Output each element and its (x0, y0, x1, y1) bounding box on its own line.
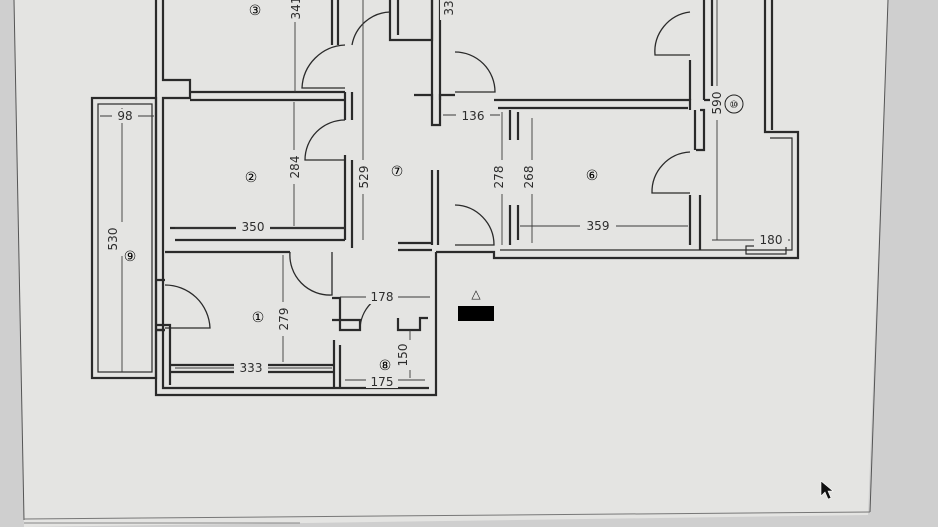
top-center-dim-label: 33 (442, 0, 456, 15)
door-swings (164, 11, 691, 331)
room10-number: ⑩ (730, 100, 739, 111)
room10-width-label: 180 (760, 233, 783, 247)
room3-height-label: 341 (289, 0, 303, 19)
room7-height-label: 529 (357, 166, 371, 189)
mouse-pointer-icon (820, 480, 834, 500)
room7-width-label: 178 (371, 290, 394, 304)
room1-width-label: 333 (240, 361, 263, 375)
room2-number: ② (245, 170, 258, 186)
room3-number: ③ (249, 3, 262, 19)
paper-edge-bottom (23, 511, 871, 520)
room9-width-label: 98 (117, 109, 132, 123)
room8-width-label: 175 (371, 375, 394, 389)
room2-width-label: 350 (242, 220, 265, 234)
paper-edge-left (13, 0, 25, 521)
corridor-dim-label: 136 (462, 109, 485, 123)
room10-height-label: 590 (710, 92, 724, 115)
entrance-triangle-marker: △ (471, 287, 481, 301)
outer-walls (90, 0, 800, 397)
room6-outer-height-label: 278 (492, 166, 506, 189)
room10-number-circle (724, 94, 744, 114)
room9-number: ⑨ (124, 249, 137, 265)
paper-edge-right (869, 0, 889, 513)
room6-height-label: 268 (522, 166, 536, 189)
redaction-box (458, 306, 494, 321)
room-numbers: ① ② ③ ⑥ ⑦ ⑧ ⑨ ⑩ (124, 3, 744, 374)
room7-number: ⑦ (391, 164, 404, 180)
room6-number: ⑥ (586, 168, 599, 184)
room8-height-label: 150 (396, 344, 410, 367)
room2-height-label: 284 (288, 156, 302, 179)
room1-height-label: 279 (277, 308, 291, 331)
dimension-labels: 350 284 341 529 178 279 333 150 175 530 … (106, 0, 788, 389)
paper-sheet (14, 0, 888, 527)
room1-number: ① (252, 310, 265, 326)
room6-width-label: 359 (587, 219, 610, 233)
room8-number: ⑧ (379, 358, 392, 374)
room9-height-label: 530 (106, 228, 120, 251)
